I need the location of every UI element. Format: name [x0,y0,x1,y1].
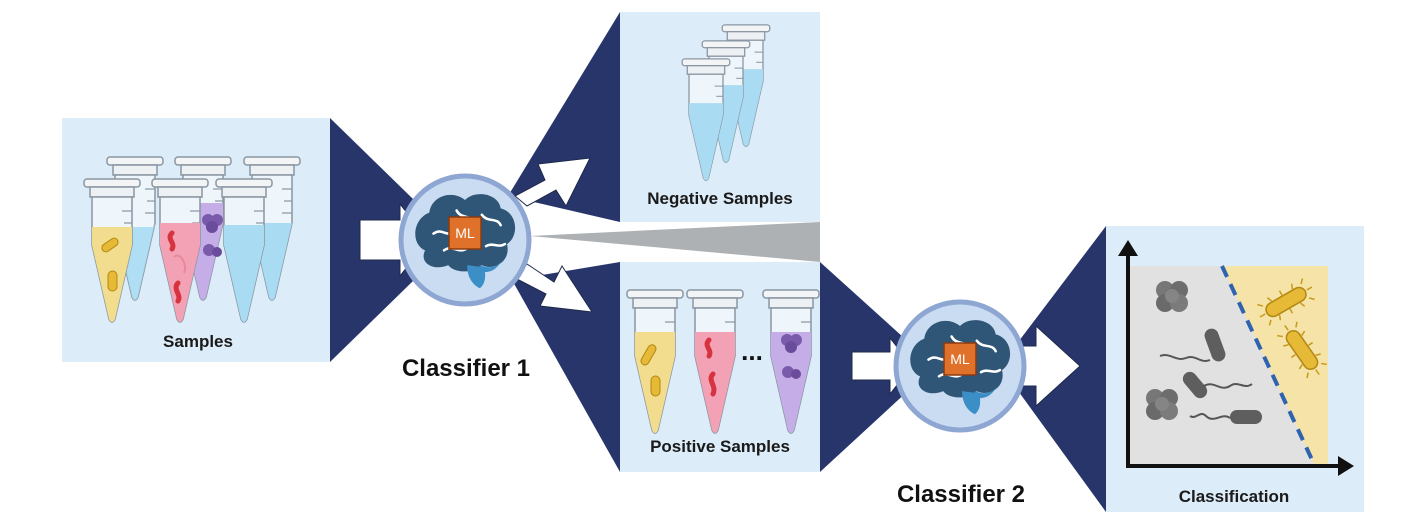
positive-samples-tubes [626,289,820,434]
bacteria-icon [1146,389,1178,420]
ml-badge-text: ML [950,351,970,367]
purple-cluster-icon [202,214,223,257]
y-axis-arrowhead [1118,240,1138,256]
bacteria-icon [1156,281,1188,312]
bacteria-icon [1159,354,1211,362]
negative-samples-tubes [681,24,771,182]
classifier1-node: ML [398,173,532,307]
positive-samples-label: Positive Samples [650,437,790,456]
arrow-to-negative-icon [514,157,591,208]
negative-samples-label: Negative Samples [647,189,793,208]
samples-tubes [83,156,301,323]
bacteria-icon [1230,410,1262,424]
gray-connector-beam [530,222,820,262]
bacteria-icon [1189,413,1231,420]
yellow-region [1222,266,1328,464]
ml-badge [943,342,977,376]
funnel-classifier1-to-negative [508,12,620,222]
decision-boundary [1220,265,1316,465]
classification-plot [1118,240,1354,476]
ellipsis: ... [741,336,763,366]
classifier1-label: Classifier 1 [402,355,530,382]
samples-label: Samples [163,332,233,351]
classification-label: Classification [1179,487,1290,506]
bacteria-icon [1204,328,1226,362]
classifier2-label: Classifier 2 [897,481,1025,508]
ml-badge-text: ML [455,225,475,241]
arrow-to-positive-icon [514,263,594,313]
classifier2-node: ML [893,299,1027,433]
x-axis-arrowhead [1338,456,1354,476]
funnel-classifier1-to-positive [512,262,620,472]
bacteria-icon [1182,371,1208,399]
ml-badge [448,216,482,250]
bacteria-icon [1203,383,1253,389]
